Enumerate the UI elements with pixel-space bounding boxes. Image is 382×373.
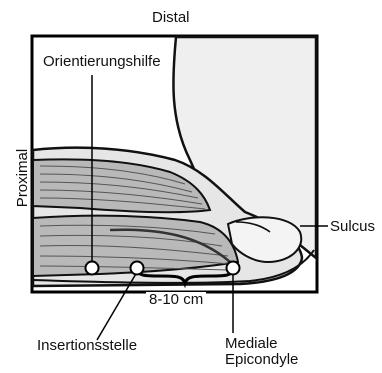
orientation-label: Orientierungshilfe — [41, 54, 163, 69]
distance-label: 8-10 cm — [146, 292, 206, 307]
epicondyle-label-line1: Mediale — [225, 336, 278, 351]
distal-label: Distal — [152, 10, 190, 25]
epicondyle-marker — [227, 262, 240, 275]
proximal-label: Proximal — [15, 143, 30, 213]
sulcus-label: Sulcus — [330, 219, 375, 234]
orientation-marker — [86, 262, 99, 275]
insertion-label: Insertionsstelle — [37, 338, 137, 353]
insertion-marker — [131, 262, 144, 275]
epicondyle-label-line2: Epicondyle — [225, 352, 298, 367]
